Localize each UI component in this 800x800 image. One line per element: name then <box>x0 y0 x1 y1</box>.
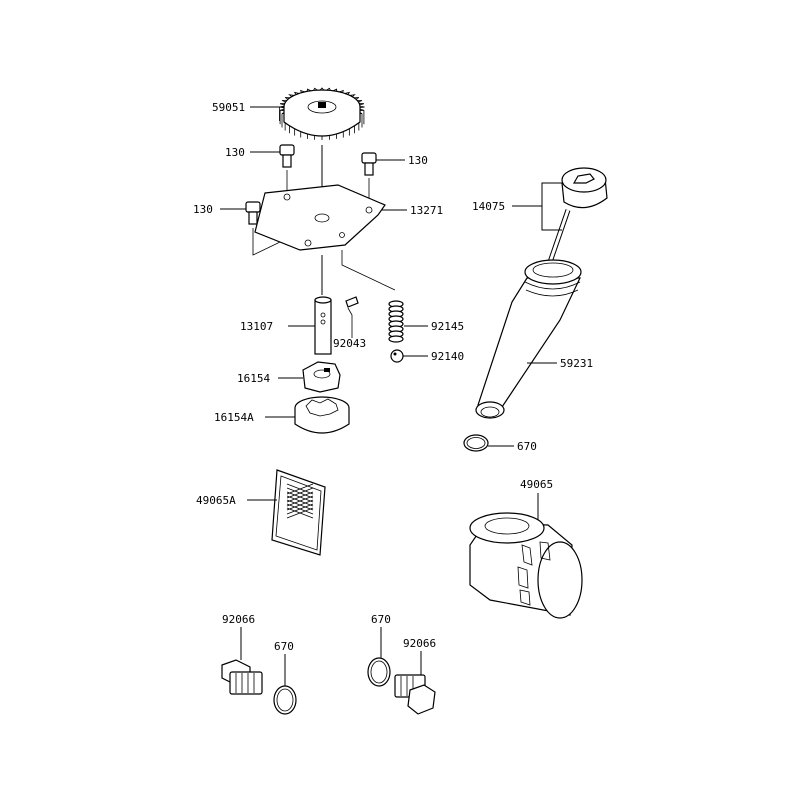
label-130-left-bottom: 130 <box>193 203 213 216</box>
ball-92140[interactable] <box>390 349 404 363</box>
label-16154: 16154 <box>237 372 270 385</box>
label-92066-left: 92066 <box>222 613 255 626</box>
drain-plug-92066-left[interactable] <box>221 659 263 695</box>
label-59231: 59231 <box>560 357 593 370</box>
spring-92145[interactable] <box>388 300 404 343</box>
shaft-13107[interactable] <box>314 296 332 355</box>
bolt-130-left-bottom[interactable] <box>245 201 261 225</box>
dipstick-14075[interactable] <box>546 167 608 266</box>
o-ring-670-left[interactable] <box>273 685 297 715</box>
outer-rotor-16154a[interactable] <box>294 396 350 434</box>
label-130-right-top: 130 <box>408 154 428 167</box>
screen-49065a[interactable] <box>271 469 326 556</box>
bolt-130-right-top[interactable] <box>361 152 377 176</box>
label-92145: 92145 <box>431 320 464 333</box>
label-92140: 92140 <box>431 350 464 363</box>
drain-plug-92066-right[interactable] <box>394 674 436 715</box>
label-14075: 14075 <box>472 200 505 213</box>
label-16154a: 16154A <box>214 411 254 424</box>
o-ring-670-tube[interactable] <box>463 434 489 452</box>
pin-92043[interactable] <box>345 296 359 308</box>
label-13271: 13271 <box>410 204 443 217</box>
label-130-left-top: 130 <box>225 146 245 159</box>
label-92066-right: 92066 <box>403 637 436 650</box>
label-13107: 13107 <box>240 320 273 333</box>
oil-filter-49065[interactable] <box>469 512 583 619</box>
label-670-left: 670 <box>274 640 294 653</box>
o-ring-670-right[interactable] <box>367 657 391 687</box>
label-670-right: 670 <box>371 613 391 626</box>
cover-plate-13271[interactable] <box>254 184 386 251</box>
label-670-tube: 670 <box>517 440 537 453</box>
label-49065: 49065 <box>520 478 553 491</box>
bolt-130-left-top[interactable] <box>279 144 295 168</box>
label-49065a: 49065A <box>196 494 236 507</box>
label-92043: 92043 <box>333 337 366 350</box>
inner-rotor-16154[interactable] <box>302 361 341 393</box>
label-59051: 59051 <box>212 101 245 114</box>
gear-59051[interactable] <box>279 87 365 141</box>
filler-tube-59231[interactable] <box>475 259 582 419</box>
